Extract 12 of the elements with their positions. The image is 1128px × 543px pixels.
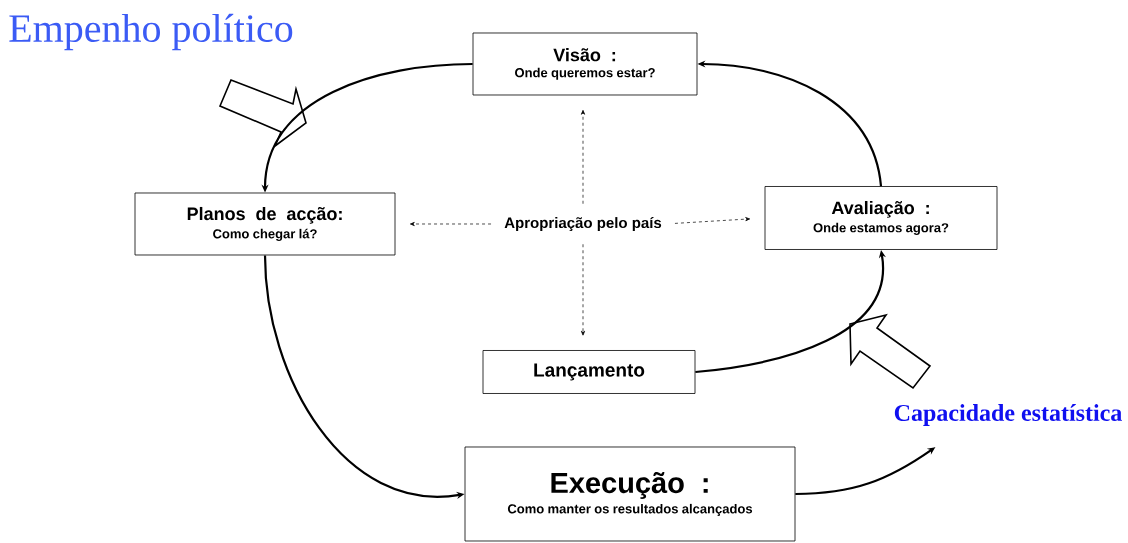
process-box: Lançamento	[482, 350, 696, 394]
arrow	[674, 217, 751, 224]
heading-text: Empenho político	[9, 13, 293, 51]
process-box: Avaliação : Onde estamos agora?	[764, 186, 998, 250]
arrow	[580, 243, 586, 336]
arrow	[409, 221, 492, 227]
process-box: Visão : Onde queremos estar?	[472, 32, 698, 96]
process-box: Planos de acção: Como chegar lá?	[134, 192, 396, 256]
arrow	[580, 109, 586, 205]
center-text: Apropriação pelo país	[504, 216, 662, 232]
process-box: Execução : Como manter os resultados alcançados	[464, 446, 796, 542]
outcome-text: Capacidade estatística	[894, 404, 1122, 426]
